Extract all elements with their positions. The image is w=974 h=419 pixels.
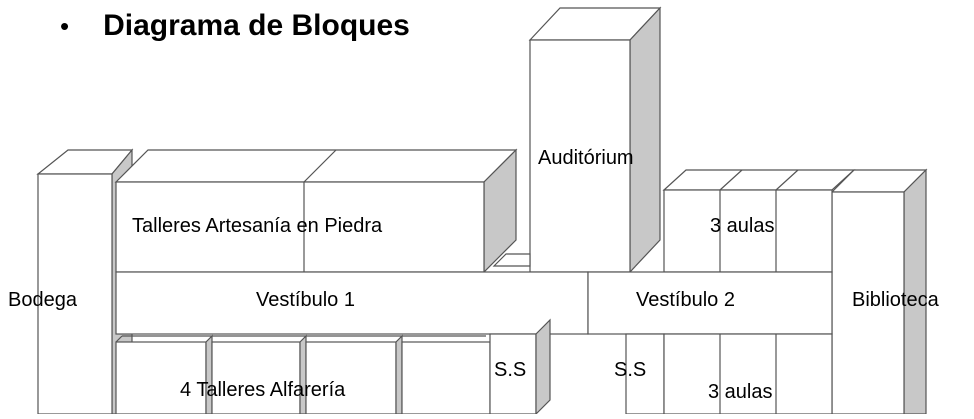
label-auditorium: Auditórium bbox=[538, 147, 634, 169]
talleres-piedra-block bbox=[114, 148, 518, 274]
talleres-alfareria-block bbox=[115, 334, 491, 415]
biblioteca-block bbox=[830, 168, 928, 415]
vestibulo-1-block bbox=[115, 271, 589, 335]
connector-block bbox=[492, 253, 531, 267]
label-ss-left: S.S bbox=[494, 359, 527, 381]
label-aulas-top: 3 aulas bbox=[710, 215, 775, 237]
label-talleres-alfareria: 4 Talleres Alfarería bbox=[180, 379, 346, 401]
label-biblioteca: Biblioteca bbox=[852, 289, 939, 311]
label-bodega: Bodega bbox=[8, 289, 77, 311]
label-talleres-piedra: Talleres Artesanía en Piedra bbox=[132, 215, 383, 237]
label-vestibulo-1: Vestíbulo 1 bbox=[256, 289, 355, 311]
diagram-title: Diagrama de Bloques bbox=[103, 9, 410, 42]
ss-left-block bbox=[489, 318, 551, 416]
section-heading: • Diagrama de Bloques bbox=[60, 6, 410, 46]
aulas-bottom-block bbox=[663, 333, 833, 415]
aulas-top-block bbox=[662, 169, 856, 273]
label-vestibulo-2: Vestíbulo 2 bbox=[636, 289, 735, 311]
label-aulas-bottom: 3 aulas bbox=[708, 381, 773, 403]
bullet-icon: • bbox=[60, 11, 70, 41]
label-ss-right: S.S bbox=[614, 359, 647, 381]
auditorium-block bbox=[528, 6, 662, 274]
vestibulo-2-block bbox=[587, 271, 833, 335]
